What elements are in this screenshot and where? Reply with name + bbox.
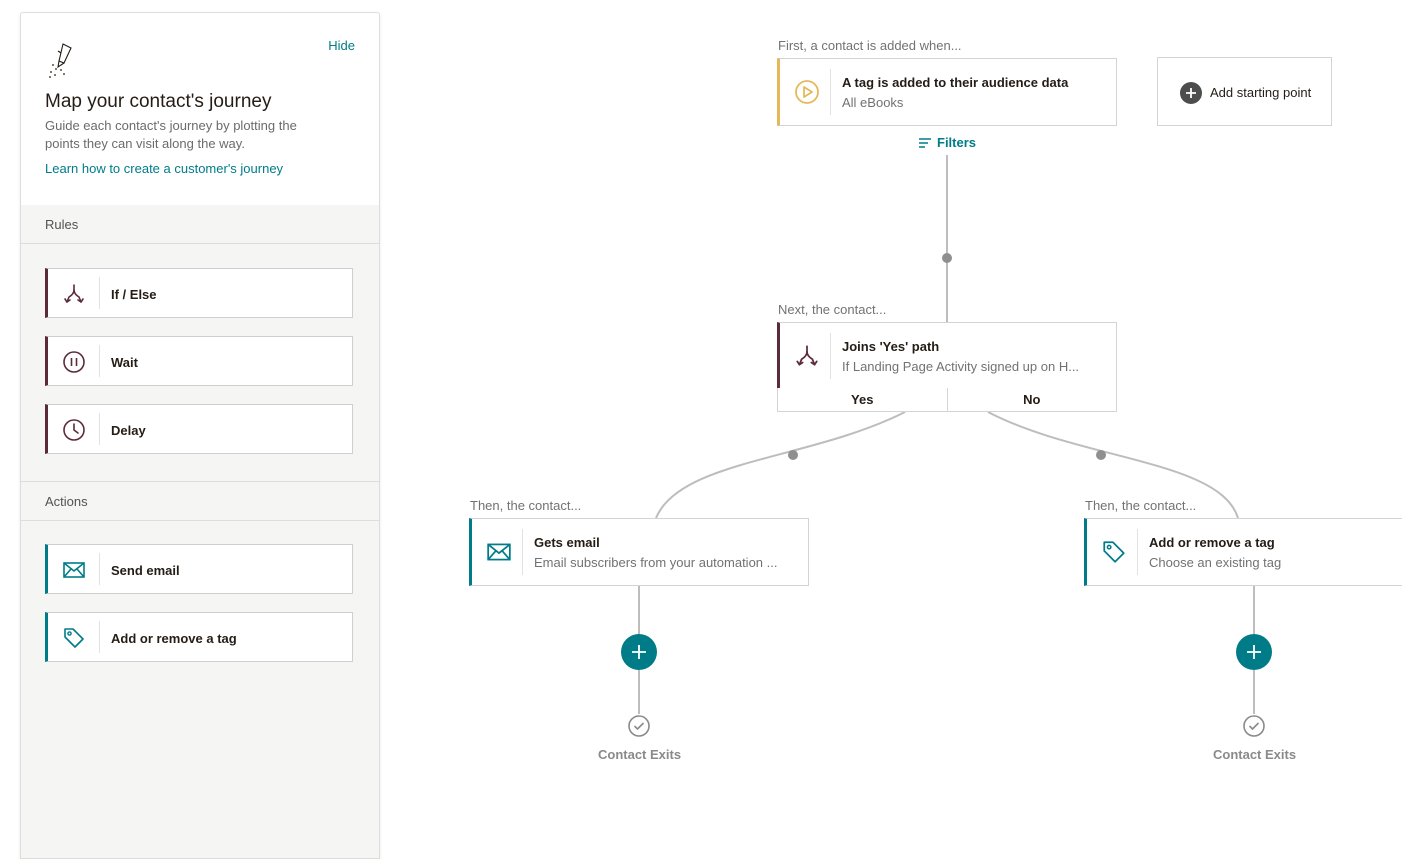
- actions-header-label: Actions: [45, 494, 88, 509]
- rule-node-subtitle: If Landing Page Activity signed up on H.…: [842, 359, 1080, 374]
- action-label: Send email: [111, 563, 180, 578]
- action-label: Add or remove a tag: [111, 631, 237, 646]
- starting-caption: First, a contact is added when...: [778, 38, 962, 53]
- check-circle-icon: [1243, 715, 1265, 737]
- rule-label: If / Else: [111, 287, 157, 302]
- filter-lines-icon: [919, 138, 931, 148]
- add-step-button-left[interactable]: [621, 634, 657, 670]
- sidebar-title: Map your contact's journey: [45, 91, 272, 112]
- add-step-button-right[interactable]: [1236, 634, 1272, 670]
- trigger-subtitle: All eBooks: [842, 95, 904, 110]
- sidebar-intro: Hide Map your contact's journey Guide ea…: [21, 13, 379, 206]
- learn-journey-link[interactable]: Learn how to create a customer's journey: [45, 161, 284, 176]
- left-branch-caption: Then, the contact...: [470, 498, 582, 513]
- trigger-title: A tag is added to their audience data: [842, 75, 1069, 90]
- branch-tabs: Yes No: [777, 388, 1117, 412]
- rule-card-delay[interactable]: Delay: [45, 404, 353, 454]
- connector-dot[interactable]: [942, 253, 952, 263]
- rule-label: Delay: [111, 423, 146, 438]
- rule-node-title: Joins 'Yes' path: [842, 339, 940, 354]
- action-card-send-email[interactable]: Send email: [45, 544, 353, 594]
- pause-icon: [63, 351, 85, 373]
- actions-section-header: Actions: [21, 481, 379, 521]
- send-email-node[interactable]: Gets email Email subscribers from your a…: [469, 518, 809, 586]
- right-branch-caption: Then, the contact...: [1085, 498, 1197, 513]
- trigger-node[interactable]: A tag is added to their audience data Al…: [777, 58, 1117, 126]
- if-else-node[interactable]: Joins 'Yes' path If Landing Page Activit…: [777, 322, 1117, 390]
- email-node-title: Gets email: [534, 535, 600, 550]
- rule-card-if-else[interactable]: If / Else: [45, 268, 353, 318]
- tag-icon: [1103, 541, 1125, 563]
- check-circle-icon: [628, 715, 650, 737]
- connector-lines: [638, 155, 1255, 714]
- tag-action-node[interactable]: Add or remove a tag Choose an existing t…: [1084, 518, 1402, 586]
- email-node-subtitle: Email subscribers from your automation .…: [534, 555, 778, 570]
- envelope-icon: [487, 543, 511, 561]
- connector-dot[interactable]: [788, 450, 798, 460]
- action-card-tag[interactable]: Add or remove a tag: [45, 612, 353, 662]
- hide-sidebar-link[interactable]: Hide: [328, 38, 355, 53]
- branch-yes[interactable]: Yes: [777, 388, 948, 412]
- plus-circle-icon: [1180, 82, 1202, 104]
- next-caption: Next, the contact...: [778, 302, 887, 317]
- split-arrows-icon: [64, 284, 84, 303]
- tag-node-subtitle: Choose an existing tag: [1149, 555, 1282, 570]
- journey-sidebar: Hide Map your contact's journey Guide ea…: [20, 12, 380, 859]
- add-starting-point-button[interactable]: Add starting point: [1157, 57, 1332, 126]
- rules-header-label: Rules: [45, 217, 79, 232]
- journey-canvas[interactable]: First, a contact is added when... A tag …: [380, 0, 1402, 851]
- clock-icon: [63, 419, 85, 441]
- filters-label: Filters: [937, 135, 977, 150]
- contact-exits-label-right: Contact Exits: [1213, 747, 1297, 762]
- play-icon: [795, 80, 819, 104]
- add-starting-point-label: Add starting point: [1210, 85, 1312, 100]
- plus-icon: [1247, 645, 1261, 659]
- rule-label: Wait: [111, 355, 138, 370]
- plus-icon: [632, 645, 646, 659]
- contact-exits-label-left: Contact Exits: [598, 747, 682, 762]
- connector-dot[interactable]: [1096, 450, 1106, 460]
- branch-no[interactable]: No: [947, 388, 1117, 412]
- rule-card-wait[interactable]: Wait: [45, 336, 353, 386]
- sidebar-description: Guide each contact's journey by plotting…: [45, 118, 297, 151]
- pencil-illustration-icon: [49, 43, 72, 78]
- rules-section-header: Rules: [21, 205, 379, 244]
- envelope-icon: [63, 562, 85, 578]
- tag-icon: [64, 628, 84, 648]
- split-arrows-icon: [796, 345, 818, 366]
- tag-node-title: Add or remove a tag: [1149, 535, 1275, 550]
